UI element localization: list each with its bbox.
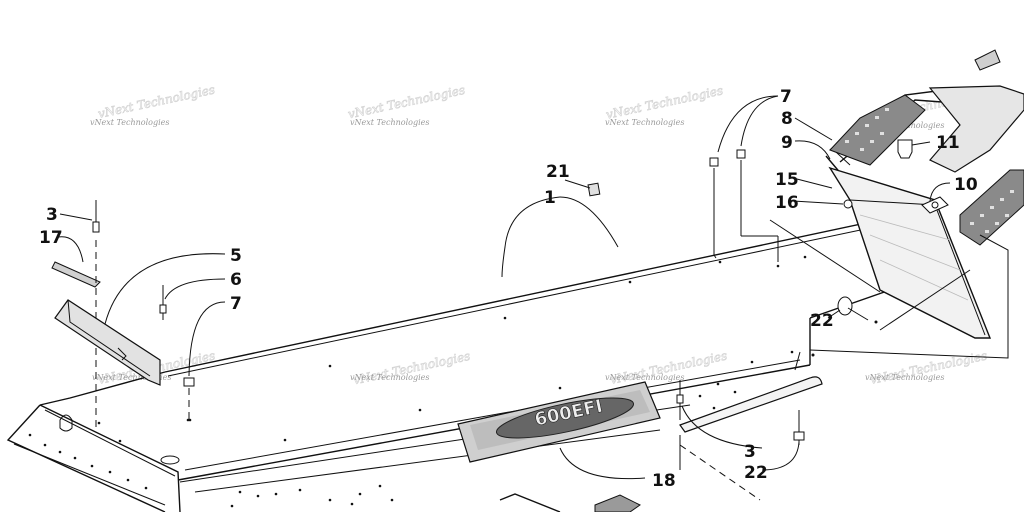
nut-10 [921, 196, 949, 214]
callout-6: 6 [230, 270, 242, 290]
callout-17: 17 [39, 228, 63, 248]
callout-22-bottom: 22 [744, 463, 768, 483]
left-bolt-and-plate [51, 200, 101, 430]
callout-5: 5 [230, 246, 242, 266]
plug-7-left [183, 377, 195, 420]
callout-21: 21 [546, 162, 570, 182]
callout-3-bottom: 3 [744, 442, 756, 462]
watermark-ghost: vNext Technologies [605, 83, 725, 121]
rear-bumper [825, 49, 1024, 246]
plug-7-right [709, 149, 779, 262]
rivet-16 [843, 199, 853, 209]
cross-rod [676, 376, 823, 501]
watermark-text: vNext Technologies [90, 118, 169, 127]
callout-18: 18 [652, 471, 676, 491]
watermark-ghost: vNext Technologies [97, 82, 217, 120]
watermark-text: vNext Technologies [350, 373, 429, 382]
callout-3-left: 3 [46, 205, 58, 225]
leader-lines [57, 95, 1009, 480]
clip-11 [897, 139, 913, 159]
watermark-ghost: vNext Technologies [347, 83, 467, 121]
lower-bracket [499, 493, 641, 512]
watermark-text: vNext Technologies [865, 373, 944, 382]
callout-10: 10 [954, 175, 978, 195]
callout-8: 8 [781, 109, 793, 129]
callout-labels: 21 1 3 17 5 6 7 7 8 9 11 10 15 16 22 3 2… [39, 87, 978, 491]
callout-16: 16 [775, 193, 799, 213]
callout-22-rear: 22 [810, 311, 834, 331]
callout-7-left: 7 [230, 294, 242, 314]
callout-1: 1 [544, 188, 556, 208]
watermark-text: vNext Technologies [605, 373, 684, 382]
callout-9: 9 [781, 133, 793, 153]
callout-15: 15 [775, 170, 799, 190]
bolt-6 [159, 285, 167, 320]
square-21 [587, 182, 601, 197]
watermark-text: vNext Technologies [92, 373, 171, 382]
callout-7-right: 7 [780, 87, 792, 107]
bolt-22-rear [837, 296, 869, 321]
watermark-text: vNext Technologies [350, 118, 429, 127]
decal: 600EFI [457, 381, 661, 463]
rivet-dots [28, 255, 878, 508]
watermark-text: vNext Technologies [605, 118, 684, 127]
callout-11: 11 [936, 133, 960, 153]
bracket-5 [54, 299, 161, 386]
